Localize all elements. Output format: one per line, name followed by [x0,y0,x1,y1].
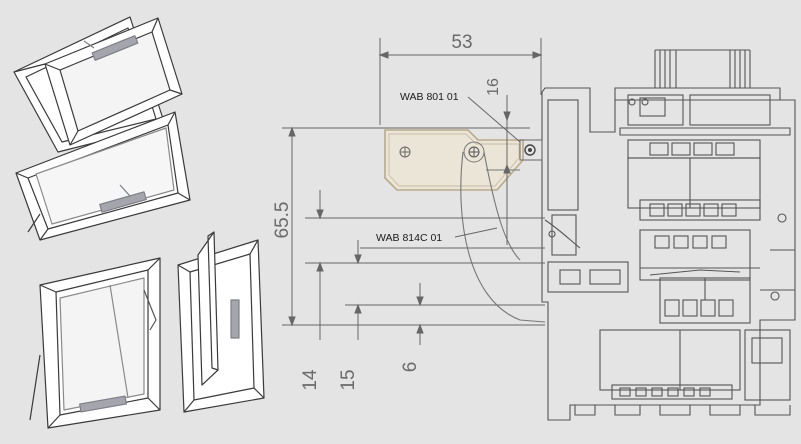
part-label-wab-814c-01: WAB 814C 01 [376,232,442,244]
dim-65-5: 65.5 [272,202,293,239]
window-icon-top-hung [13,16,183,153]
dim-6: 6 [400,362,421,373]
hinge-pad [79,395,127,413]
hinge-pad [91,35,139,61]
hinge-pad [230,299,240,339]
profile-section [541,49,796,421]
hinge-pad [99,191,147,213]
dim-15: 15 [338,369,359,390]
window-icon-side-hung [177,231,265,413]
dim-53: 53 [451,32,472,53]
hinge-upper [384,129,543,191]
window-icon-bottom-hung [15,111,191,241]
window-illustrations [13,16,265,429]
window-icon-tilt [29,257,161,429]
part-label-wab-801-01: WAB 801 01 [400,91,459,103]
dimension-lines [282,38,545,345]
hinge-lower-arm [460,151,546,323]
dim-16: 16 [485,78,502,96]
dim-14: 14 [300,369,321,391]
